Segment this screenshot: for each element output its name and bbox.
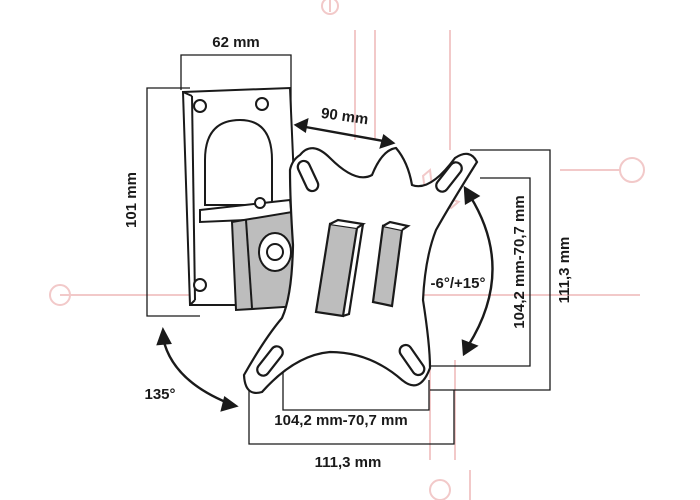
left-height-bracket: [146, 87, 200, 317]
tilt-arrow: [466, 195, 494, 347]
swivel-arrow: [161, 337, 229, 405]
tilt-arrow-head-bottom: [461, 339, 479, 357]
vesa-right-label: 104,2 mm-70,7 mm: [511, 195, 528, 328]
wall-hole-bottom-left: [193, 278, 207, 292]
slot-top-right: [435, 161, 463, 193]
slot-bottom-left: [256, 345, 284, 377]
dimension-lines: [146, 54, 551, 445]
vesa-bottom-label: 104,2 mm-70,7 mm: [274, 412, 407, 429]
wall-hole-top-left: [193, 99, 207, 113]
slot-bottom-right: [398, 343, 426, 377]
swivel-arrow-head-bottom: [220, 395, 239, 412]
labels: 62 mm 101 mm 90 mm -6°/+15° 135° 104,2 m…: [123, 34, 573, 471]
slot-top-left: [296, 159, 320, 193]
overall-bottom-bracket: [248, 370, 455, 445]
left-height-label: 101 mm: [123, 172, 140, 228]
overall-right-label: 111,3 mm: [556, 237, 573, 304]
vesa-bottom-bracket: [282, 370, 430, 411]
center-bracket-right: [371, 224, 404, 308]
arm-width-label: 90 mm: [320, 105, 369, 128]
wall-hole-top-right: [255, 97, 269, 111]
arrows: [156, 117, 494, 412]
arm-width-arrow-line: [299, 124, 390, 144]
top-width-label: 62 mm: [212, 34, 260, 51]
vesa-right-bracket: [430, 149, 551, 391]
overall-bottom-label: 111,3 mm: [315, 454, 382, 471]
arm-width-arrow-head-right: [379, 133, 396, 149]
swivel-angle-label: 135°: [144, 386, 175, 403]
tilt-arrow-head-top: [463, 185, 481, 206]
swivel-arrow-head-top: [156, 327, 172, 346]
inner-right-bracket: [430, 177, 531, 367]
vesa-plate: [242, 146, 479, 394]
tilt-range-label: -6°/+15°: [431, 275, 486, 292]
arm-width-arrow-head-left: [293, 117, 309, 134]
top-width-bracket: [180, 54, 292, 118]
